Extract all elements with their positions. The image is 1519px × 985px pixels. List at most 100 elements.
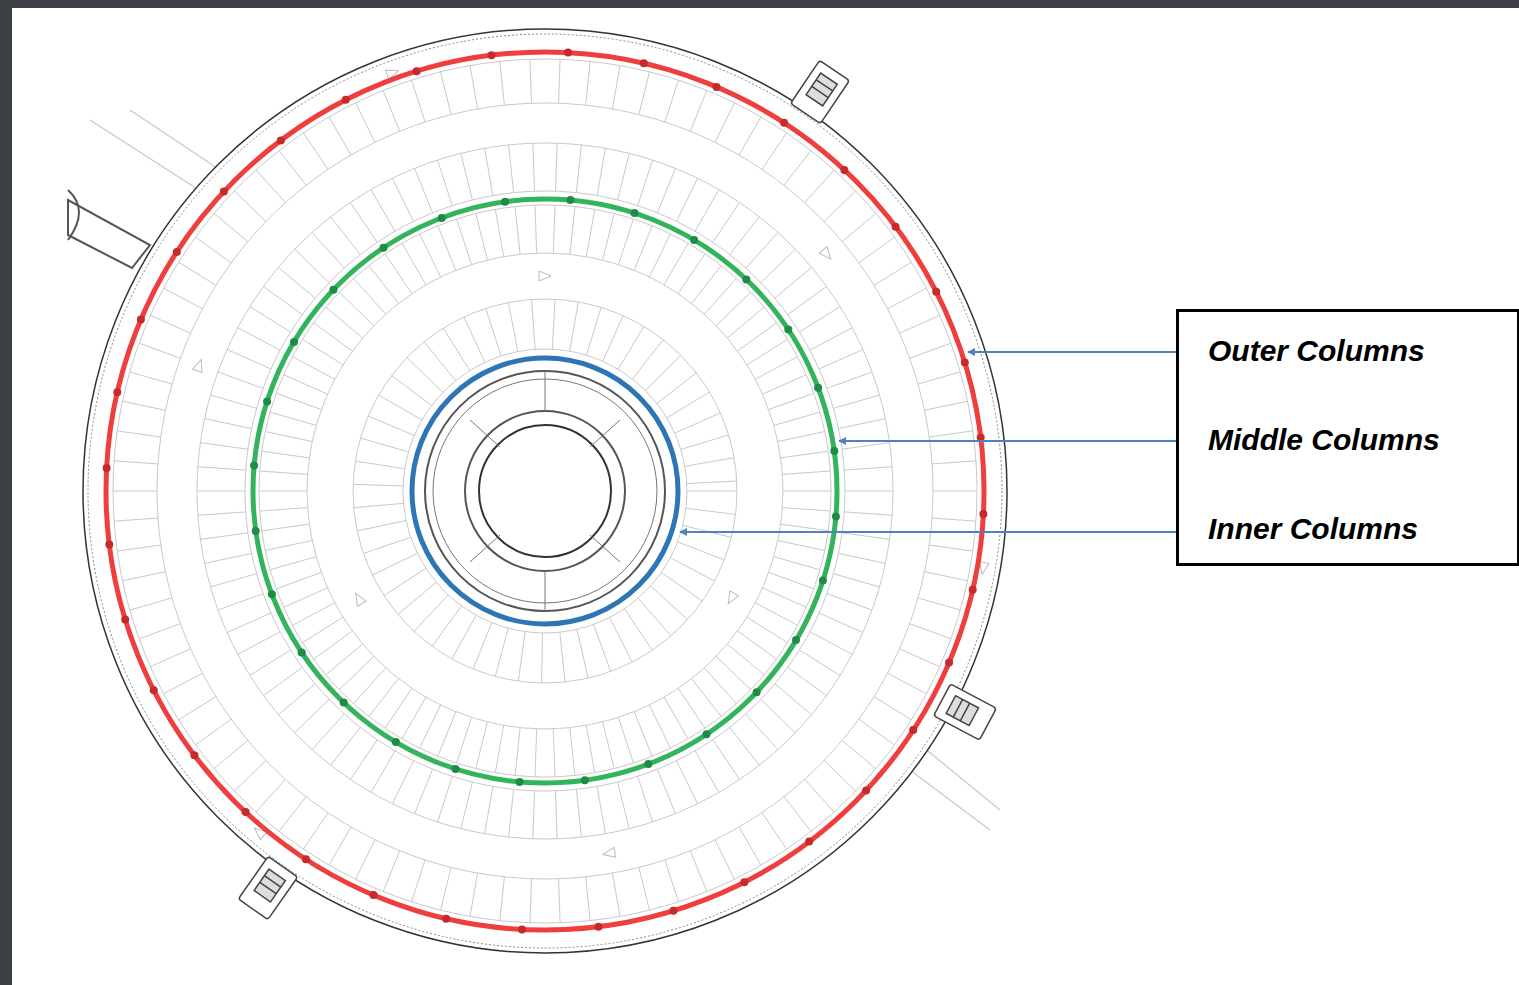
stall-line (716, 656, 751, 689)
column-dot (302, 855, 310, 863)
stall-line (250, 650, 291, 675)
stall-line (530, 59, 532, 103)
stall-line (369, 679, 399, 717)
stall-line (364, 537, 411, 553)
stall-line (354, 279, 386, 315)
stall-line (810, 632, 852, 655)
stall-line (441, 868, 452, 911)
column-dot (121, 615, 129, 623)
stall-line (667, 392, 710, 418)
stall-line (407, 358, 443, 393)
stall-line (746, 714, 778, 750)
stall-band (403, 349, 687, 633)
ring-label: Middle Columns (1208, 422, 1517, 458)
stall-line (933, 491, 977, 492)
stall-line (385, 254, 412, 294)
stall-line (678, 542, 725, 560)
stall-line (805, 170, 835, 203)
column-dot (932, 288, 940, 296)
column-dot (103, 464, 111, 472)
stall-line (738, 631, 777, 659)
stall-line (560, 632, 565, 682)
stall-line (329, 117, 351, 155)
stall-line (762, 133, 787, 169)
stall-line (415, 769, 433, 814)
stall-line (730, 727, 760, 765)
stall-line (279, 797, 306, 832)
column-dot (945, 659, 953, 667)
column-dot (250, 462, 258, 470)
stall-line (570, 728, 575, 776)
stall-line (713, 203, 740, 243)
column-dot (780, 119, 788, 127)
stall-line (383, 851, 400, 892)
stall-line (432, 606, 461, 646)
stall-line (392, 376, 432, 406)
column-dot (442, 915, 450, 923)
stall-line (775, 267, 812, 298)
stall-line (485, 786, 493, 833)
column-dot (566, 196, 574, 204)
stall-line (354, 503, 404, 507)
stall-line (597, 786, 605, 833)
stall-line (603, 722, 615, 769)
column-dot (792, 636, 800, 644)
stall-line (122, 572, 165, 581)
page-frame (0, 0, 1519, 8)
outer-wall (83, 29, 1007, 953)
stall-line (385, 688, 412, 728)
stall-line (265, 432, 312, 442)
stall-line (414, 595, 448, 632)
stall-line (130, 372, 172, 384)
stall-line (838, 553, 885, 563)
stall-line (657, 769, 675, 814)
stall-line (383, 91, 400, 132)
stall-line (117, 545, 161, 551)
stall-line (179, 697, 216, 720)
stall-line (577, 629, 588, 678)
stall-line (695, 751, 719, 793)
column-dot (277, 136, 285, 144)
column-dot (564, 49, 572, 57)
stall-line (678, 688, 705, 728)
stall-line (438, 160, 453, 206)
outer-column-ring (106, 52, 984, 930)
aisle-arrow (351, 591, 366, 606)
leader-arrows (680, 352, 1199, 532)
stall-line (198, 467, 246, 470)
stall-line (929, 545, 973, 551)
column-dot (581, 776, 589, 784)
column-dot (595, 923, 603, 931)
stall-line (692, 679, 722, 717)
stall-line (461, 782, 473, 829)
stall-line (441, 72, 452, 115)
column-dot (392, 738, 400, 746)
stall-line (461, 153, 473, 200)
stall-line (464, 317, 485, 362)
stall-line (227, 350, 271, 370)
stall-line (368, 416, 414, 436)
stall-line (675, 413, 721, 433)
column-dot (518, 925, 526, 933)
stall-line (638, 160, 653, 206)
stall-line (781, 451, 829, 458)
column-dot (892, 223, 900, 231)
stall-line (859, 237, 895, 263)
stall-line (685, 458, 734, 467)
legend-box: Outer ColumnsMiddle ColumnsInner Columns (1176, 309, 1519, 566)
stall-line (844, 467, 892, 470)
stall-line (295, 249, 330, 282)
stall-line (486, 308, 501, 356)
stall-line (874, 262, 911, 285)
stall-line (842, 213, 876, 241)
stall-line (597, 148, 605, 195)
stall-line (139, 624, 180, 639)
stall-line (541, 633, 543, 683)
stall-line (270, 412, 316, 425)
stall-line (295, 699, 330, 732)
stall-line (130, 598, 172, 610)
stall-line (799, 307, 840, 332)
stall-line (727, 307, 764, 338)
column-dot (488, 51, 496, 59)
stall-line (198, 512, 246, 515)
